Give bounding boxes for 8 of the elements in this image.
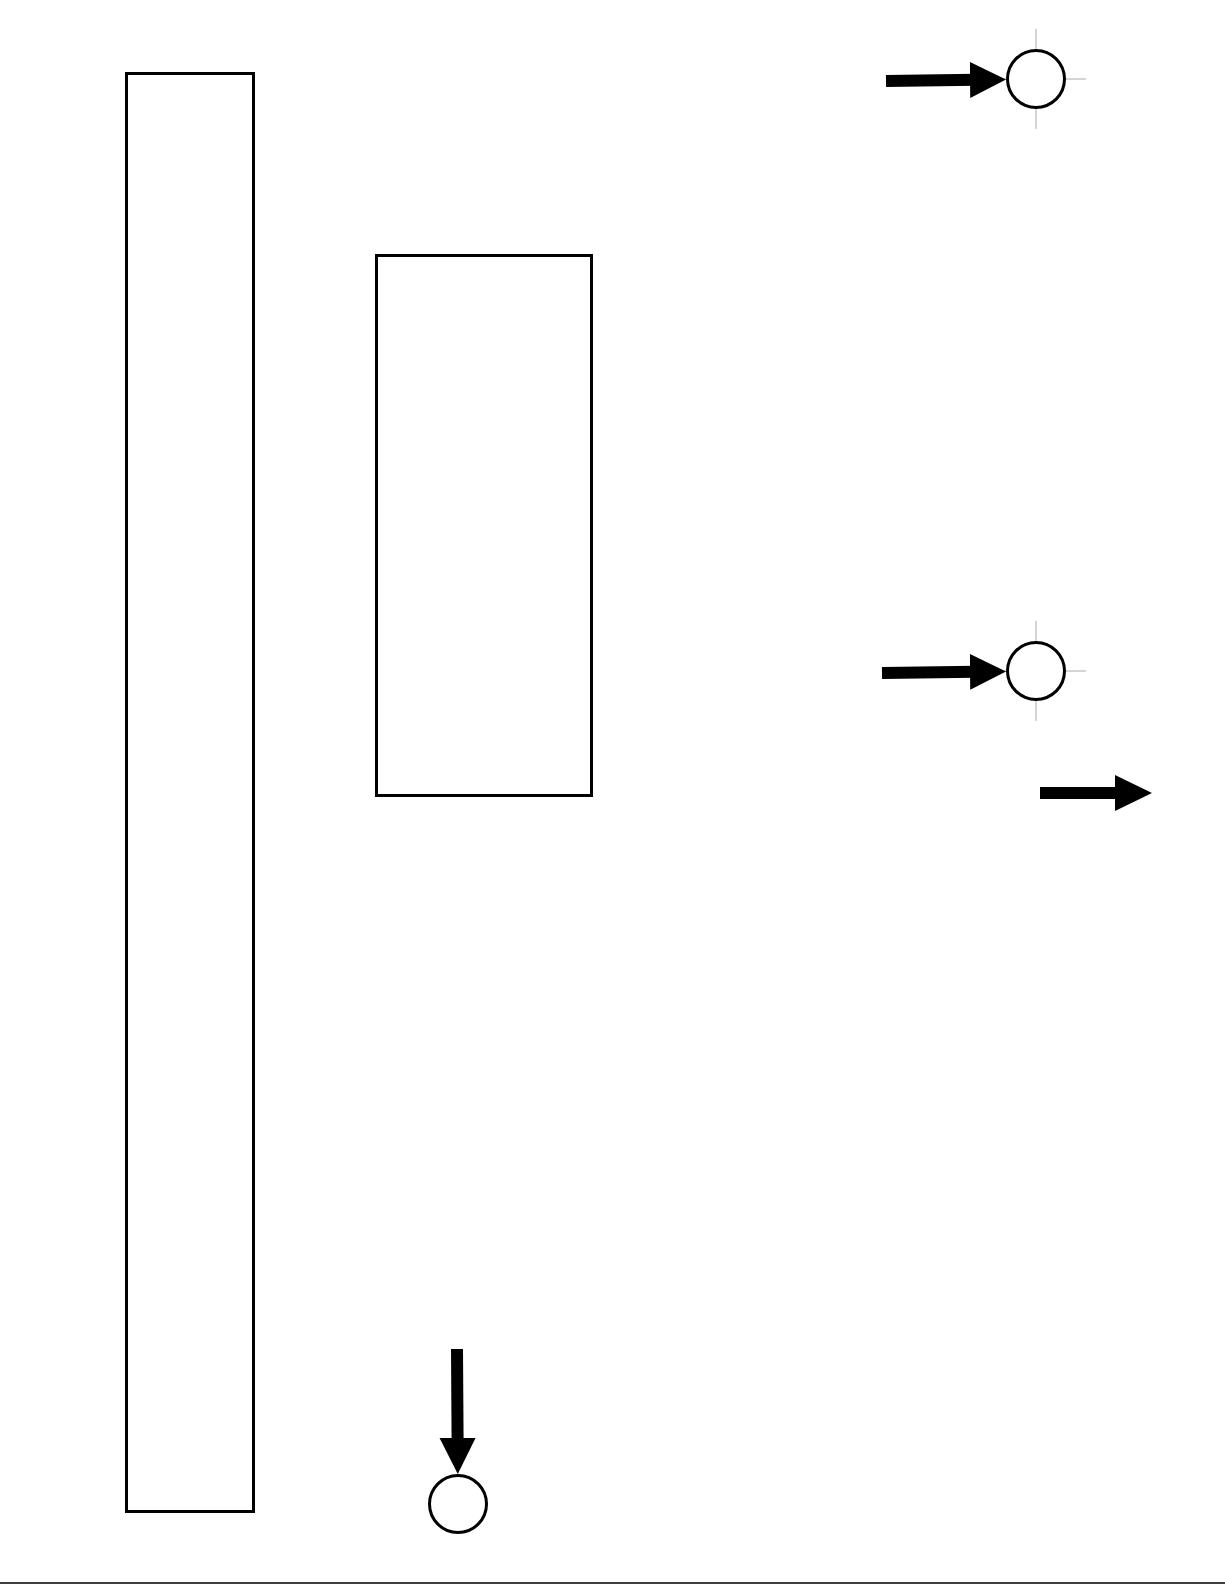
rectangle-box bbox=[375, 254, 593, 797]
arrow bbox=[439, 1348, 476, 1475]
circle-node bbox=[1006, 641, 1066, 701]
arrow bbox=[881, 653, 1007, 690]
arrow bbox=[885, 61, 1007, 98]
circle-node bbox=[428, 1474, 488, 1534]
circle-node bbox=[1006, 49, 1066, 109]
rectangle-box bbox=[125, 72, 255, 1513]
